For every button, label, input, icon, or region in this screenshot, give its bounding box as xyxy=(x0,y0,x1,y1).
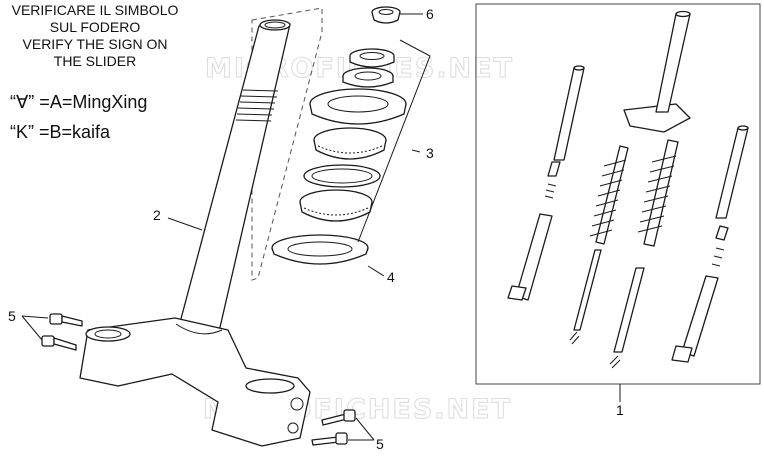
right-fork-leg xyxy=(671,125,749,363)
right-spring-stack xyxy=(609,139,679,369)
callout-top-nut: 6 xyxy=(426,6,434,22)
note-english: VERIFY THE SIGN ON THE SLIDER xyxy=(2,36,188,70)
steering-stem xyxy=(79,19,311,447)
callout-bearing-set: 3 xyxy=(426,145,434,161)
note-italian-line2: SUL FODERO xyxy=(49,19,141,35)
callout-dust-seal: 4 xyxy=(387,269,395,285)
callout-fork-assembly: 1 xyxy=(616,402,624,418)
bolt-upper-2 xyxy=(41,335,77,351)
callout-bolts-upper: 5 xyxy=(8,308,16,324)
left-damper-rod xyxy=(569,145,629,345)
top-nut xyxy=(371,6,401,24)
supplier-code-a: “∀” =A=MingXing xyxy=(10,92,148,112)
supplier-code-k: “K” =B=kaifa xyxy=(10,122,111,142)
leader-bolts-lower xyxy=(348,417,375,441)
leader-steering-stem xyxy=(167,217,203,231)
lower-ball-race xyxy=(299,189,373,222)
upper-bearing-cup xyxy=(309,88,407,125)
bolt-lower-2 xyxy=(311,432,348,446)
leader-bolts-upper xyxy=(21,315,49,341)
bolt-lower-1 xyxy=(321,409,356,426)
note-english-line2: THE SLIDER xyxy=(53,53,137,69)
note-english-line1: VERIFY THE SIGN ON xyxy=(22,36,168,52)
leader-bearing-set xyxy=(411,149,421,153)
bolt-upper-1 xyxy=(49,313,83,327)
lower-bearing-ring xyxy=(303,164,381,188)
callout-bolts-lower: 5 xyxy=(376,436,384,452)
note-italian: VERIFICARE IL SIMBOLO SUL FODERO xyxy=(2,2,188,36)
left-fork-leg xyxy=(507,65,585,301)
bearing-set-bracket xyxy=(357,39,431,243)
fork-assembly-frame xyxy=(475,3,761,385)
stem-dashed-outline xyxy=(251,7,323,281)
callout-steering-stem: 2 xyxy=(153,207,161,223)
locknut xyxy=(349,48,395,68)
upper-ball-race xyxy=(313,127,387,160)
adjusting-ring xyxy=(342,67,394,88)
leader-dust-seal xyxy=(367,265,385,277)
note-italian-line1: VERIFICARE IL SIMBOLO xyxy=(11,2,179,18)
crown-top-clamp xyxy=(623,10,691,133)
dust-seal xyxy=(271,234,369,265)
